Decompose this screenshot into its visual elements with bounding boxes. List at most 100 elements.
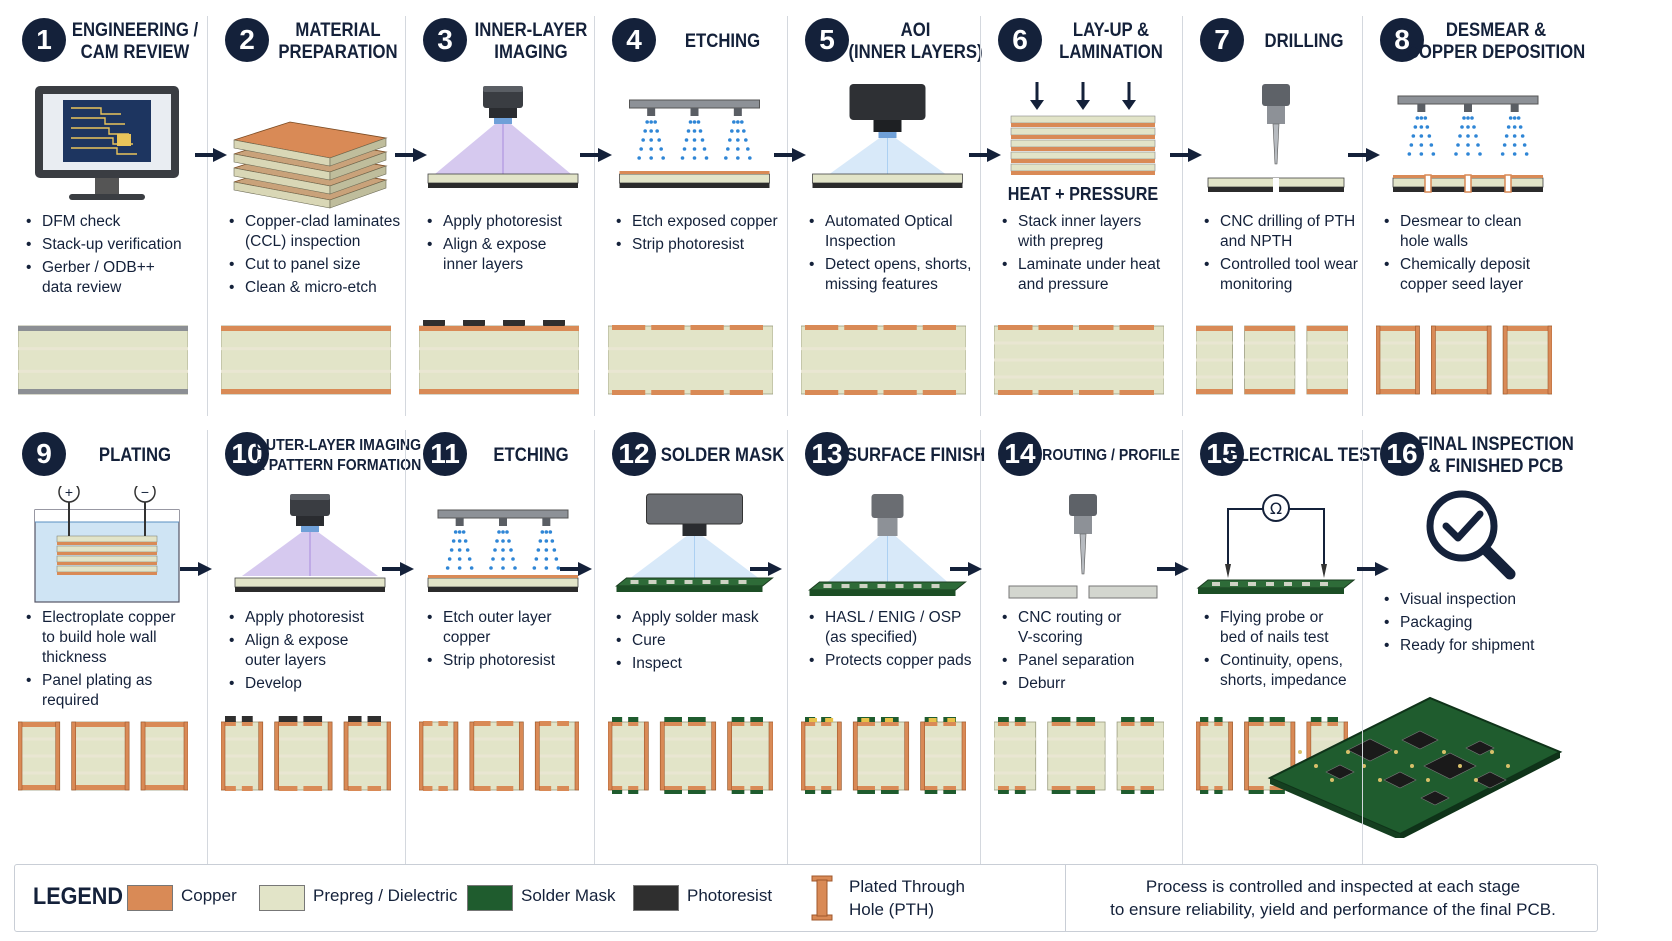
step-cross-section	[795, 716, 980, 796]
bullet-item: Visual inspection	[1384, 590, 1564, 610]
step-illustration-box	[602, 82, 787, 212]
heat-pressure-caption: HEAT + PRESSURE	[1007, 184, 1159, 204]
cross-section-diagram	[17, 325, 189, 395]
chip	[1325, 764, 1355, 780]
step-illustration	[1392, 95, 1544, 193]
finished-pcb-image	[1267, 696, 1563, 840]
process-arrow	[1357, 562, 1389, 576]
legend-title: LEGEND	[33, 883, 124, 910]
cross-section-diagram	[607, 717, 774, 794]
bullet-item: Ready for shipment	[1384, 636, 1564, 656]
step-illustration	[427, 509, 579, 592]
step-illustration-box	[413, 82, 593, 212]
legend-solder-mask-label: Solder Mask	[521, 886, 616, 905]
step-illustration	[234, 494, 386, 592]
plus-sign: +	[65, 486, 73, 500]
ohm-symbol: Ω	[1270, 499, 1282, 518]
bullet-item: Clean & micro-etch	[229, 278, 403, 298]
step-bullets: DFM checkStack-up verificationGerber / O…	[26, 212, 200, 301]
process-arrow	[1348, 148, 1380, 162]
chip	[1383, 771, 1417, 789]
cross-section-diagram	[993, 325, 1165, 395]
step-illustration: +−	[34, 481, 180, 603]
cross-section-diagram	[607, 325, 774, 395]
cross-section-diagram	[418, 721, 580, 791]
step-cross-section	[988, 716, 1178, 796]
cross-section-diagram	[1195, 325, 1349, 395]
column-divider	[594, 430, 595, 870]
step-title: SURFACE FINISH	[845, 445, 986, 466]
solder-mask-swatch	[467, 885, 513, 911]
legend-pth-label: Plated Through Hole (PTH)	[849, 877, 965, 919]
column-divider	[787, 16, 788, 416]
cross-section-diagram	[800, 717, 967, 794]
step-illustration-box	[1370, 82, 1566, 212]
cross-section-diagram	[220, 716, 392, 791]
step-number-badge: 1	[22, 18, 66, 62]
bullet-item: Cut to panel size	[229, 255, 403, 275]
step-illustration	[619, 99, 770, 188]
step-illustration	[1207, 84, 1345, 192]
step-illustration	[1426, 490, 1516, 580]
step-illustration: Ω	[1196, 494, 1356, 594]
step-illustration-box	[602, 486, 787, 606]
step-cross-section	[215, 716, 405, 796]
photoresist-swatch	[633, 885, 679, 911]
step-number-badge: 13	[805, 432, 849, 476]
step-bullets: Apply solder maskCureInspect	[616, 608, 785, 677]
bullet-item: Develop	[229, 674, 403, 694]
bullet-item: Apply photoresist	[427, 212, 591, 232]
column-divider	[787, 430, 788, 870]
bullet-item: Copper-clad laminates(CCL) inspection	[229, 212, 403, 252]
column-divider	[1362, 430, 1363, 870]
step-illustration-box	[1190, 82, 1362, 212]
bullet-item: HASL / ENIG / OSP(as specified)	[809, 608, 978, 648]
step-title: OUTER-LAYER IMAGING& PATTERN FORMATION	[254, 437, 422, 474]
process-note: Process is controlled and inspected at e…	[1110, 877, 1556, 919]
process-arrow	[560, 562, 592, 576]
step-bullets: Automated OpticalInspectionDetect opens,…	[809, 212, 978, 298]
process-arrow	[969, 148, 1001, 162]
step-number-badge: 7	[1200, 18, 1244, 62]
step-number-badge: 16	[1380, 432, 1424, 476]
step-number-badge: 14	[998, 432, 1042, 476]
step-illustration	[615, 493, 774, 592]
chip	[1465, 740, 1495, 756]
step-title: ROUTING / PROFILE	[1042, 447, 1180, 464]
step-bullets: Etch outer layer copperStrip photoresist	[427, 608, 591, 674]
step-illustration-box	[215, 82, 405, 212]
step-title: ETCHING	[684, 31, 761, 52]
process-arrow	[1170, 148, 1202, 162]
chip	[1423, 752, 1477, 780]
bullet-item: Continuity, opens,shorts, impedance	[1204, 651, 1360, 691]
step-number-badge: 10	[225, 432, 269, 476]
step-cross-section	[215, 320, 405, 400]
bullet-item: DFM check	[26, 212, 200, 232]
copper-swatch	[127, 885, 173, 911]
step-bullets: Copper-clad laminates(CCL) inspectionCut…	[229, 212, 403, 301]
